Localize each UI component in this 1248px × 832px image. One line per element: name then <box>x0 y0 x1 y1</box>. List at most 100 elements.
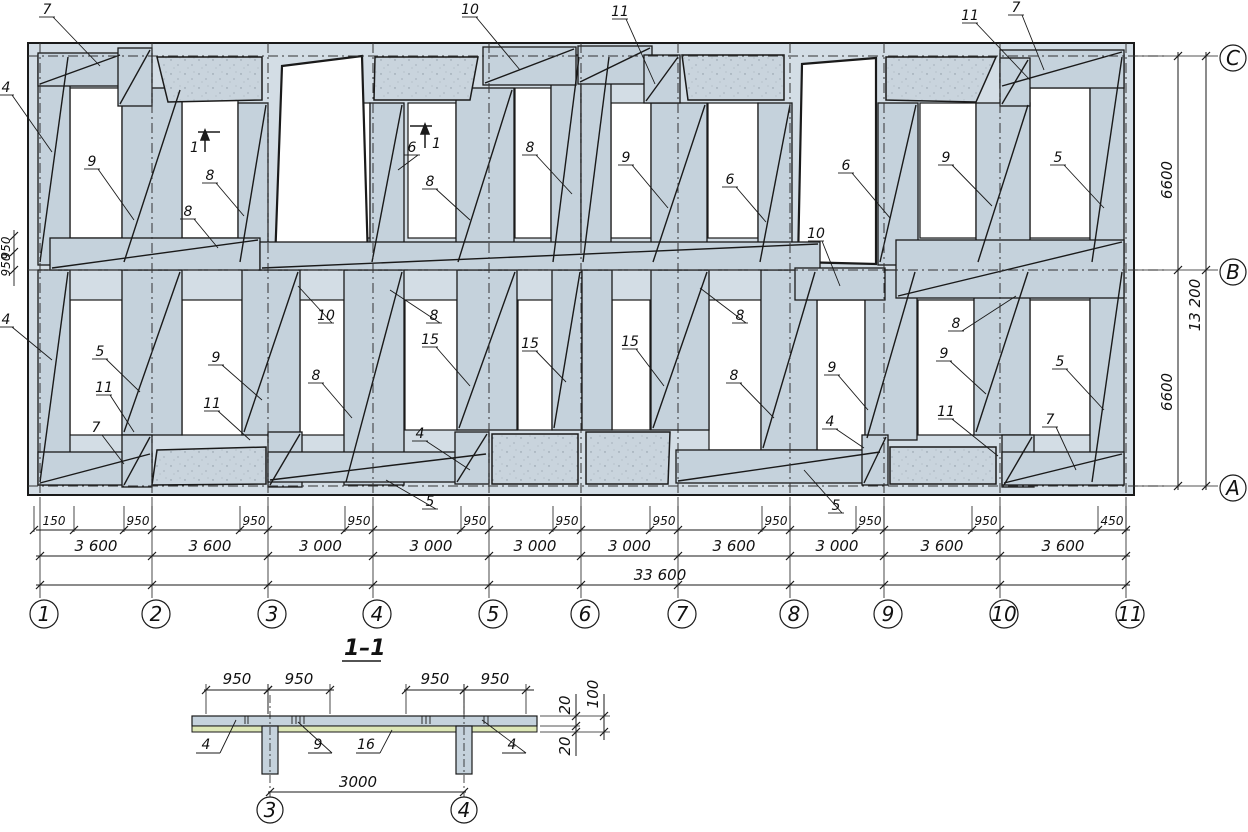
axis-label: 3 <box>266 602 279 626</box>
callout-number: 7 <box>43 2 52 18</box>
column-dim: 450 <box>1101 514 1124 528</box>
span-dim: 3 600 <box>75 537 118 555</box>
callout-leader <box>97 168 135 221</box>
callout-number: 8 <box>426 174 435 190</box>
plan <box>27 42 1165 496</box>
section-right-dim: 20 <box>556 695 574 714</box>
callout-leader <box>1065 368 1105 411</box>
section-callout-leader <box>379 729 393 754</box>
dim-tick <box>459 787 469 797</box>
section-callout-leader <box>297 721 333 754</box>
dim-tick <box>29 525 39 535</box>
callout-leader <box>435 346 471 387</box>
axis-label: 11 <box>1117 602 1142 626</box>
callout-number: 8 <box>184 204 193 220</box>
callout-number: 11 <box>937 404 955 420</box>
axis-bubble <box>1115 599 1145 629</box>
dim-tick <box>147 580 157 590</box>
column-dim: 950 <box>859 514 882 528</box>
dim-tick <box>673 580 683 590</box>
dim-tick <box>35 580 45 590</box>
panel-diagonals <box>39 47 1123 486</box>
section-callout-number: 9 <box>314 737 323 753</box>
dim-tick <box>459 685 469 695</box>
dim-tick <box>673 551 683 561</box>
axis-label: 6 <box>579 602 592 626</box>
axis-label: 9 <box>882 602 895 626</box>
section-callout-number: 4 <box>202 737 211 753</box>
dim-tick <box>1173 51 1183 61</box>
dim-tick <box>1093 525 1103 535</box>
axis-bubble <box>873 599 903 629</box>
callout-number: 7 <box>92 420 101 436</box>
callout-leader <box>221 364 263 401</box>
callout-number: 9 <box>942 150 951 166</box>
dim-tick <box>1173 481 1183 491</box>
span-dim: 3 000 <box>608 537 651 555</box>
section-mark-label: 1 <box>432 136 441 152</box>
axis-bubble <box>989 599 1019 629</box>
section-top-dim: 950 <box>481 670 510 688</box>
axis-bubble <box>29 599 59 629</box>
dim-tick <box>967 525 977 535</box>
callout-number: 10 <box>317 308 335 324</box>
left-dim: 950 <box>0 253 13 276</box>
axis-bubble <box>362 599 392 629</box>
axis-bubble <box>478 599 508 629</box>
callout-number: 8 <box>736 308 745 324</box>
section-callout-number: 4 <box>508 737 517 753</box>
dim-tick <box>147 525 157 535</box>
callout-leader <box>835 428 865 449</box>
callout-leader <box>535 350 567 383</box>
column-dim: 950 <box>765 514 788 528</box>
dim-tick <box>401 685 411 695</box>
right-dim: 13 200 <box>1186 279 1204 332</box>
axis-label: 7 <box>676 602 689 626</box>
callout-leader <box>803 469 843 514</box>
dim-tick <box>785 551 795 561</box>
section-1-1 <box>191 695 538 798</box>
callout-leader <box>321 382 353 419</box>
callout-leader <box>217 410 251 441</box>
section-slab <box>191 715 538 727</box>
dim-tick <box>757 525 767 535</box>
dim-tick <box>576 551 586 561</box>
dim-tick <box>9 231 19 241</box>
column-dim: 950 <box>127 514 150 528</box>
callout-leader <box>951 164 993 207</box>
dim-tick <box>879 580 889 590</box>
callout-number: 5 <box>426 494 435 510</box>
callout-leader <box>1021 14 1045 71</box>
section-marks <box>198 121 432 152</box>
axis-lines <box>28 43 1165 495</box>
dim-tick <box>879 525 889 535</box>
axis-label: B <box>1226 260 1240 284</box>
dim-tick <box>571 721 581 731</box>
column-dim: 950 <box>653 514 676 528</box>
callout-leader <box>635 348 665 387</box>
callout-number: 5 <box>1054 150 1063 166</box>
callout-number: 9 <box>212 350 221 366</box>
callout-number: 11 <box>961 8 979 24</box>
callout-number: 15 <box>621 334 639 350</box>
dim-tick <box>1121 580 1131 590</box>
axis-label: C <box>1226 46 1240 70</box>
span-dim: 3 000 <box>514 537 557 555</box>
callout-leader <box>1063 164 1105 209</box>
callout-number: 11 <box>95 380 113 396</box>
callout-number: 8 <box>526 140 535 156</box>
callout-leader <box>11 326 53 361</box>
dim-tick <box>265 787 275 797</box>
section-axis-label: 3 <box>264 798 277 822</box>
callout-leader <box>297 285 333 324</box>
callout-leader <box>52 16 101 67</box>
callout-number: 8 <box>952 316 961 332</box>
callout-number: 11 <box>203 396 221 412</box>
dim-tick <box>325 685 335 695</box>
dim-tick <box>484 525 494 535</box>
section-right-dim: 20 <box>556 736 574 755</box>
callout-number: 7 <box>1046 412 1055 428</box>
callout-number: 11 <box>611 4 629 20</box>
right-dim: 6600 <box>1158 161 1176 199</box>
span-dim: 3 000 <box>299 537 342 555</box>
